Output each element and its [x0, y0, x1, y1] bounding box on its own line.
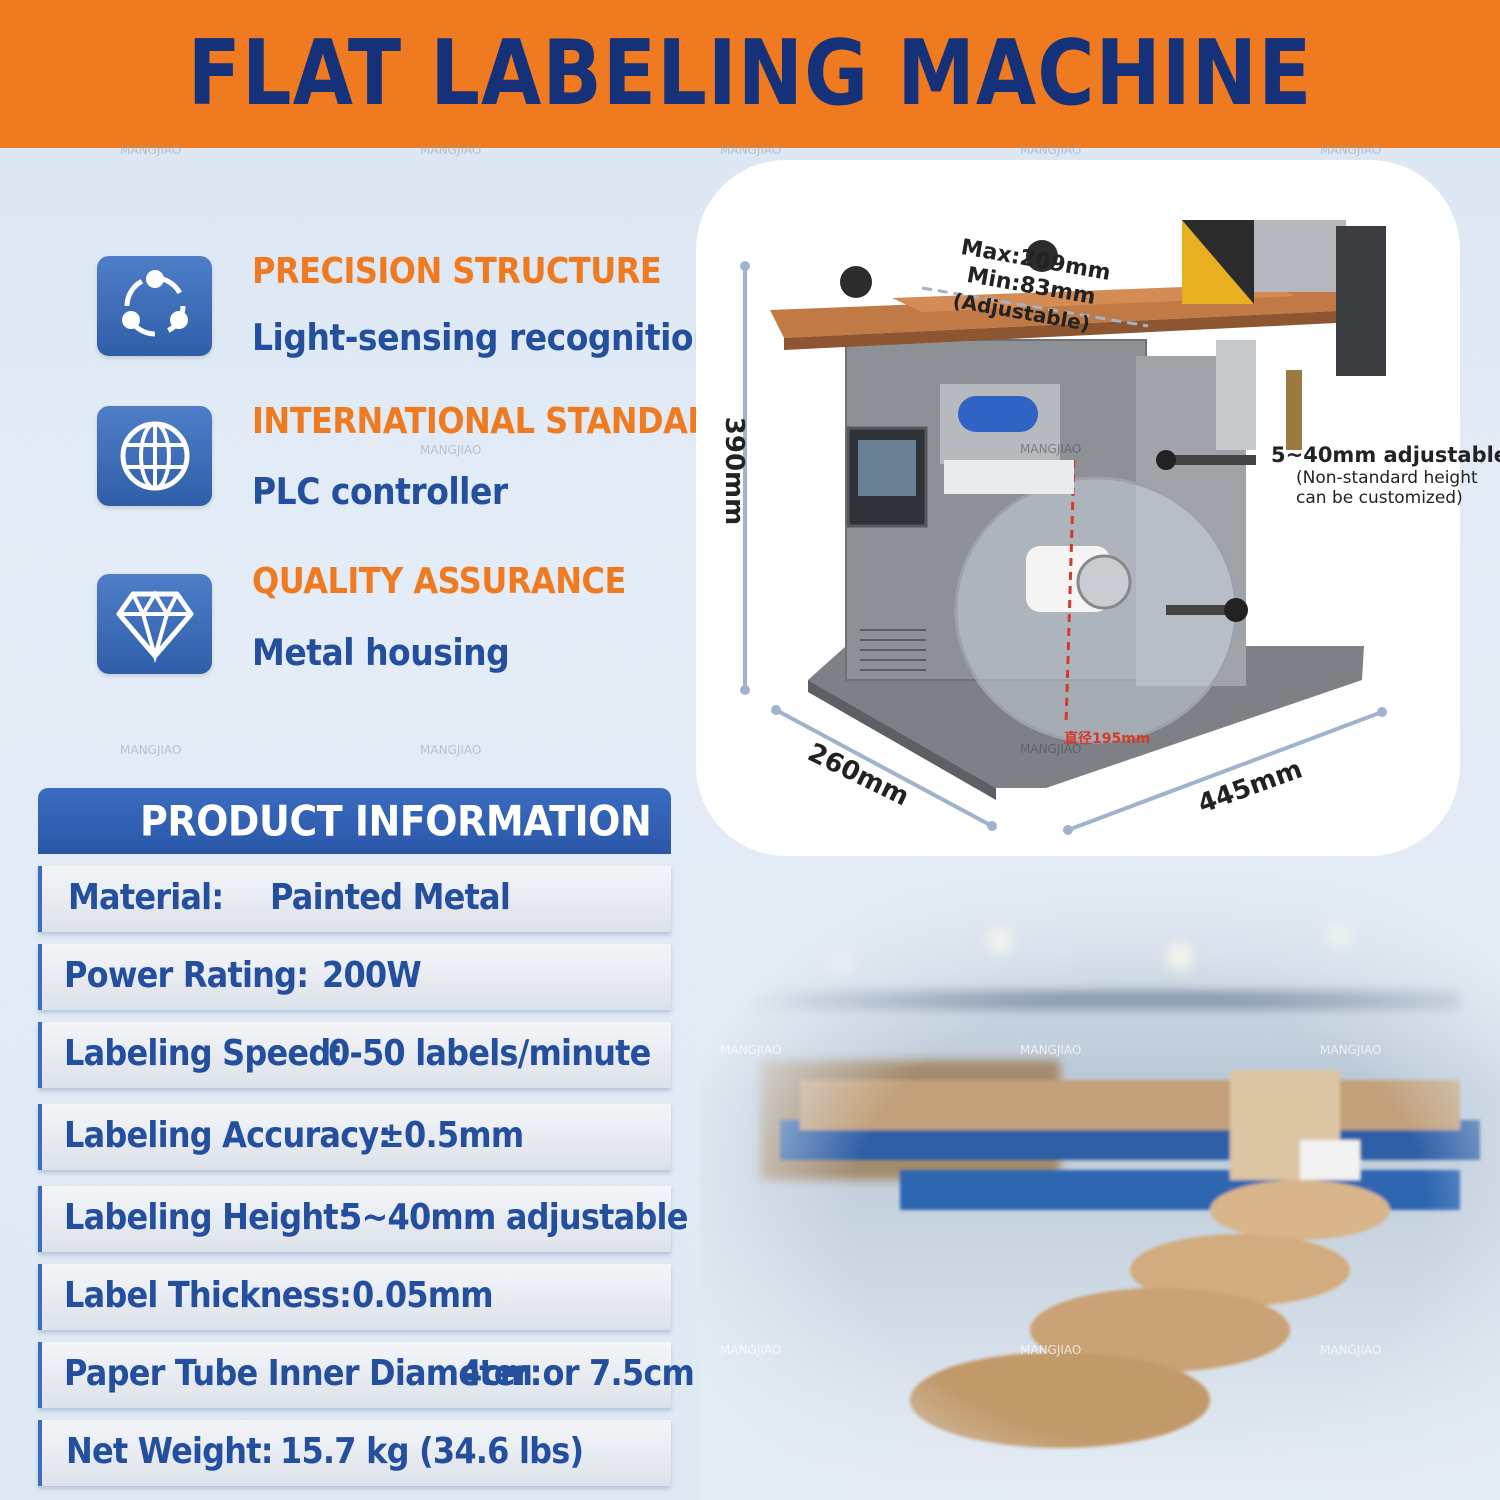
feature-heading: INTERNATIONAL STANDARD: [252, 400, 738, 442]
info-row: Labeling Height: 5~40mm adjustable: [38, 1186, 688, 1252]
page-title: FLAT LABELING MACHINE: [187, 22, 1313, 126]
info-row: Label Thickness: 0.05mm: [38, 1264, 671, 1330]
feature-icon-box: [97, 256, 212, 356]
feature-subtitle: PLC controller: [252, 470, 508, 513]
custom-note-line2: can be customized): [1296, 488, 1463, 508]
watermark: MANGJIAO: [720, 143, 782, 157]
watermark: MANGJIAO: [420, 143, 482, 157]
info-label: Labeling Height:: [64, 1196, 351, 1238]
watermark: MANGJIAO: [120, 143, 182, 157]
label-height-callout: 5~40mm adjustable: [1271, 443, 1500, 467]
info-label: Net Weight:: [66, 1430, 274, 1472]
feature-icon-box: [97, 406, 212, 506]
info-label: Power Rating:: [64, 954, 309, 996]
product-info-header: PRODUCT INFORMATION: [38, 788, 671, 854]
info-value: 4cm or 7.5cm: [460, 1352, 695, 1394]
info-value: 5~40mm adjustable: [340, 1196, 688, 1238]
info-label: Material:: [68, 876, 224, 918]
watermark: MANGJIAO: [1020, 1043, 1082, 1057]
feature-heading: QUALITY ASSURANCE: [252, 560, 626, 602]
watermark: MANGJIAO: [1020, 442, 1082, 456]
watermark: MANGJIAO: [1020, 742, 1082, 756]
labeling-machine-illustration: [740, 220, 1387, 835]
feature-heading: PRECISION STRUCTURE: [252, 250, 662, 292]
watermark: MANGJIAO: [420, 743, 482, 757]
custom-note-line1: (Non-standard height: [1296, 468, 1478, 488]
watermark: MANGJIAO: [1020, 143, 1082, 157]
product-info-title: PRODUCT INFORMATION: [140, 796, 652, 846]
feature-subtitle: Metal housing: [252, 631, 510, 674]
info-value: 0-50 labels/minute: [328, 1032, 651, 1074]
watermark: MANGJIAO: [1320, 1343, 1382, 1357]
height-dimension-label: 390mm: [719, 416, 750, 526]
watermark: MANGJIAO: [720, 1043, 782, 1057]
feature-icon-box: [97, 574, 212, 674]
watermark: MANGJIAO: [1320, 143, 1382, 157]
title-banner: FLAT LABELING MACHINE: [0, 0, 1500, 148]
info-value: Painted Metal: [270, 876, 511, 918]
watermark: MANGJIAO: [1020, 1343, 1082, 1357]
info-row: Paper Tube Inner Diameter: 4cm or 7.5cm: [38, 1342, 695, 1408]
watermark: MANGJIAO: [1320, 1043, 1382, 1057]
watermark: MANGJIAO: [420, 443, 482, 457]
info-row: Power Rating: 200W: [38, 944, 671, 1010]
warehouse-photo: MANGJIAO MANGJIAO MANGJIAO MANGJIAO MANG…: [700, 870, 1500, 1500]
info-row: Labeling Accuracy: ±0.5mm: [38, 1104, 671, 1170]
info-value: 200W: [322, 954, 422, 996]
watermark: MANGJIAO: [720, 1343, 782, 1357]
info-label: Label Thickness:: [64, 1274, 352, 1316]
info-label: Labeling Speed:: [64, 1032, 343, 1074]
warehouse-illustration: [700, 870, 1500, 1500]
feature-subtitle: Light-sensing recognition: [252, 316, 717, 359]
info-row: Net Weight: 15.7 kg (34.6 lbs): [38, 1420, 671, 1486]
diamond-icon: [116, 590, 193, 664]
info-value: 0.05mm: [352, 1274, 494, 1316]
watermark: MANGJIAO: [120, 743, 182, 757]
info-label: Paper Tube Inner Diameter:: [64, 1352, 542, 1394]
info-label: Labeling Accuracy:: [64, 1114, 391, 1156]
product-image-card: Max:209mm Min:83mm (Adjustable) 390mm 26…: [696, 160, 1460, 856]
reel-diameter-label: 直径195mm: [1064, 731, 1151, 747]
info-row: Material: Painted Metal: [38, 866, 671, 932]
info-value: 15.7 kg (34.6 lbs): [280, 1430, 584, 1472]
info-value: ±0.5mm: [378, 1114, 524, 1156]
info-row: Labeling Speed: 0-50 labels/minute: [38, 1022, 671, 1088]
share-network-icon: [121, 270, 188, 337]
globe-icon: [120, 421, 189, 491]
